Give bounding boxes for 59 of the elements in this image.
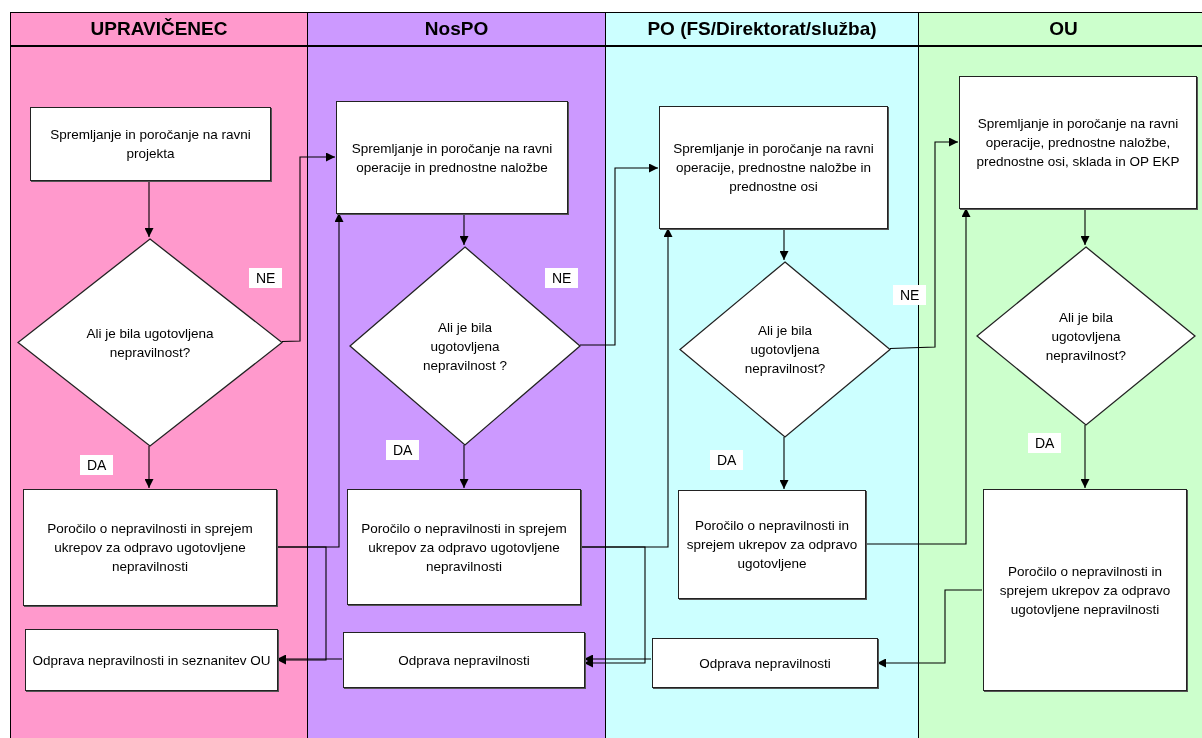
arrow	[1080, 207, 1090, 246]
step-text: Poročilo o nepravilnosti in sprejem ukrepov za odpravo ugotovljene nepravilnosti	[360, 519, 568, 576]
arrow	[1080, 424, 1090, 489]
decision-diamond	[679, 261, 891, 438]
step-text: Poročilo o nepravilnosti in sprejem ukrepov za odpravo ugotovljene	[685, 517, 859, 573]
decision-diamond	[17, 238, 283, 447]
step-text: Spremljanje in poročanje na ravni operacije, prednostne naložbe, prednostne osi, sklada in OP EKP	[975, 115, 1181, 171]
arrow	[579, 163, 659, 346]
decision-diamond	[976, 246, 1196, 426]
process-box	[678, 490, 866, 599]
edge-label: NE	[249, 268, 283, 288]
edge-label: DA	[1028, 433, 1062, 453]
swimlane	[918, 12, 1202, 738]
arrow	[779, 227, 789, 261]
edge-label: NE	[893, 285, 927, 305]
step-text: Poročilo o nepravilnosti in sprejem ukrepov za odpravo ugotovljene nepravilnosti	[46, 520, 254, 576]
arrow	[144, 445, 154, 489]
arrow	[889, 137, 959, 350]
step-text: Spremljanje in poročanje na ravni operacije in prednostne naložbe	[350, 139, 554, 177]
question-text: Ali je bila ugotovljena nepravilnost ?	[421, 318, 508, 375]
process-box	[983, 489, 1187, 691]
step-text: Poročilo o nepravilnosti in sprejem ukrepov za odpravo ugotovljene nepravilnosti	[998, 562, 1172, 619]
arrow	[579, 546, 646, 668]
decision-diamond	[349, 246, 581, 446]
arrow	[864, 207, 971, 545]
swimlane	[307, 12, 605, 738]
process-box	[30, 107, 271, 181]
edge-label: NE	[545, 268, 579, 288]
arrow	[459, 444, 469, 489]
arrow	[281, 152, 336, 343]
arrow	[876, 589, 983, 668]
edge-label: DA	[710, 450, 744, 470]
process-box	[23, 489, 277, 606]
question-text: Ali je bila ugotovljena nepravilnost?	[85, 324, 215, 362]
arrow	[459, 212, 469, 246]
process-box	[959, 76, 1197, 209]
arrow	[583, 654, 652, 664]
step-text: Odprava nepravilnosti in seznanitev OU	[31, 651, 272, 670]
arrow	[144, 179, 154, 238]
process-box	[347, 489, 581, 605]
lane-header: PO (FS/Direktorat/služba)	[606, 13, 918, 47]
question-text: Ali je bila ugotovljena nepravilnost?	[1044, 308, 1128, 365]
swimlane	[10, 12, 307, 738]
question-text: Ali je bila ugotovljena nepravilnost?	[743, 322, 827, 378]
step-text: Spremljanje in poročanje na ravni operacije, prednostne naložbe in prednostne osi	[672, 140, 875, 196]
process-box	[25, 629, 278, 691]
swimlane	[605, 12, 918, 738]
process-box	[659, 106, 888, 229]
lane-header: OU	[919, 13, 1202, 47]
edge-label: DA	[80, 455, 114, 475]
step-text: Odprava nepravilnosti	[397, 651, 531, 670]
arrow	[275, 546, 327, 665]
process-box	[343, 632, 585, 688]
edge-label: DA	[386, 440, 420, 460]
process-box	[336, 101, 568, 214]
step-text: Spremljanje in poročanje na ravni projekta	[49, 126, 252, 163]
step-text: Odprava nepravilnosti	[698, 654, 832, 673]
arrow	[779, 436, 789, 490]
process-box	[652, 638, 878, 688]
